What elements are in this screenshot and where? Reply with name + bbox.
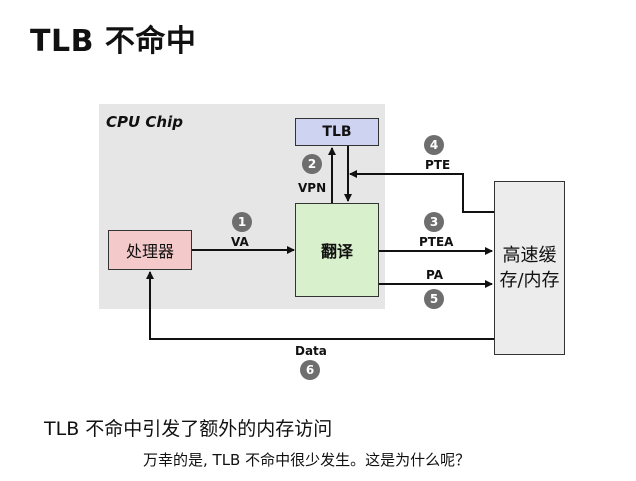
memory-box: 高速缓 存/内存 [494, 181, 565, 355]
vpn-label: VPN [298, 181, 327, 195]
data-label: Data [295, 344, 327, 358]
processor-box: 处理器 [108, 230, 192, 270]
memory-label-line2: 存/内存 [499, 270, 560, 291]
pte-label: PTE [425, 158, 451, 172]
va-label: VA [231, 235, 249, 249]
data-arrow [146, 271, 494, 340]
cpu-chip-label: CPU Chip [106, 113, 183, 131]
step-6-badge: 6 [300, 360, 320, 380]
sub-statement: 万幸的是, TLB 不命中很少发生。这是为什么呢？ [143, 451, 471, 469]
step-3-badge: 3 [424, 212, 444, 232]
step-1-badge: 1 [232, 212, 252, 232]
page-title: TLB 不命中 [30, 24, 197, 59]
pa-label: PA [426, 268, 443, 282]
main-statement: TLB 不命中引发了额外的内存访问 [44, 418, 333, 440]
step-5-badge: 5 [424, 289, 444, 309]
memory-label-line1: 高速缓 [502, 245, 557, 266]
ptea-label: PTEA [419, 235, 454, 249]
step-4-badge: 4 [424, 135, 444, 155]
step-2-badge: 2 [302, 154, 322, 174]
pte-arrow [349, 170, 494, 213]
tlb-box: TLB [295, 118, 379, 146]
translate-box: 翻译 [295, 203, 379, 297]
